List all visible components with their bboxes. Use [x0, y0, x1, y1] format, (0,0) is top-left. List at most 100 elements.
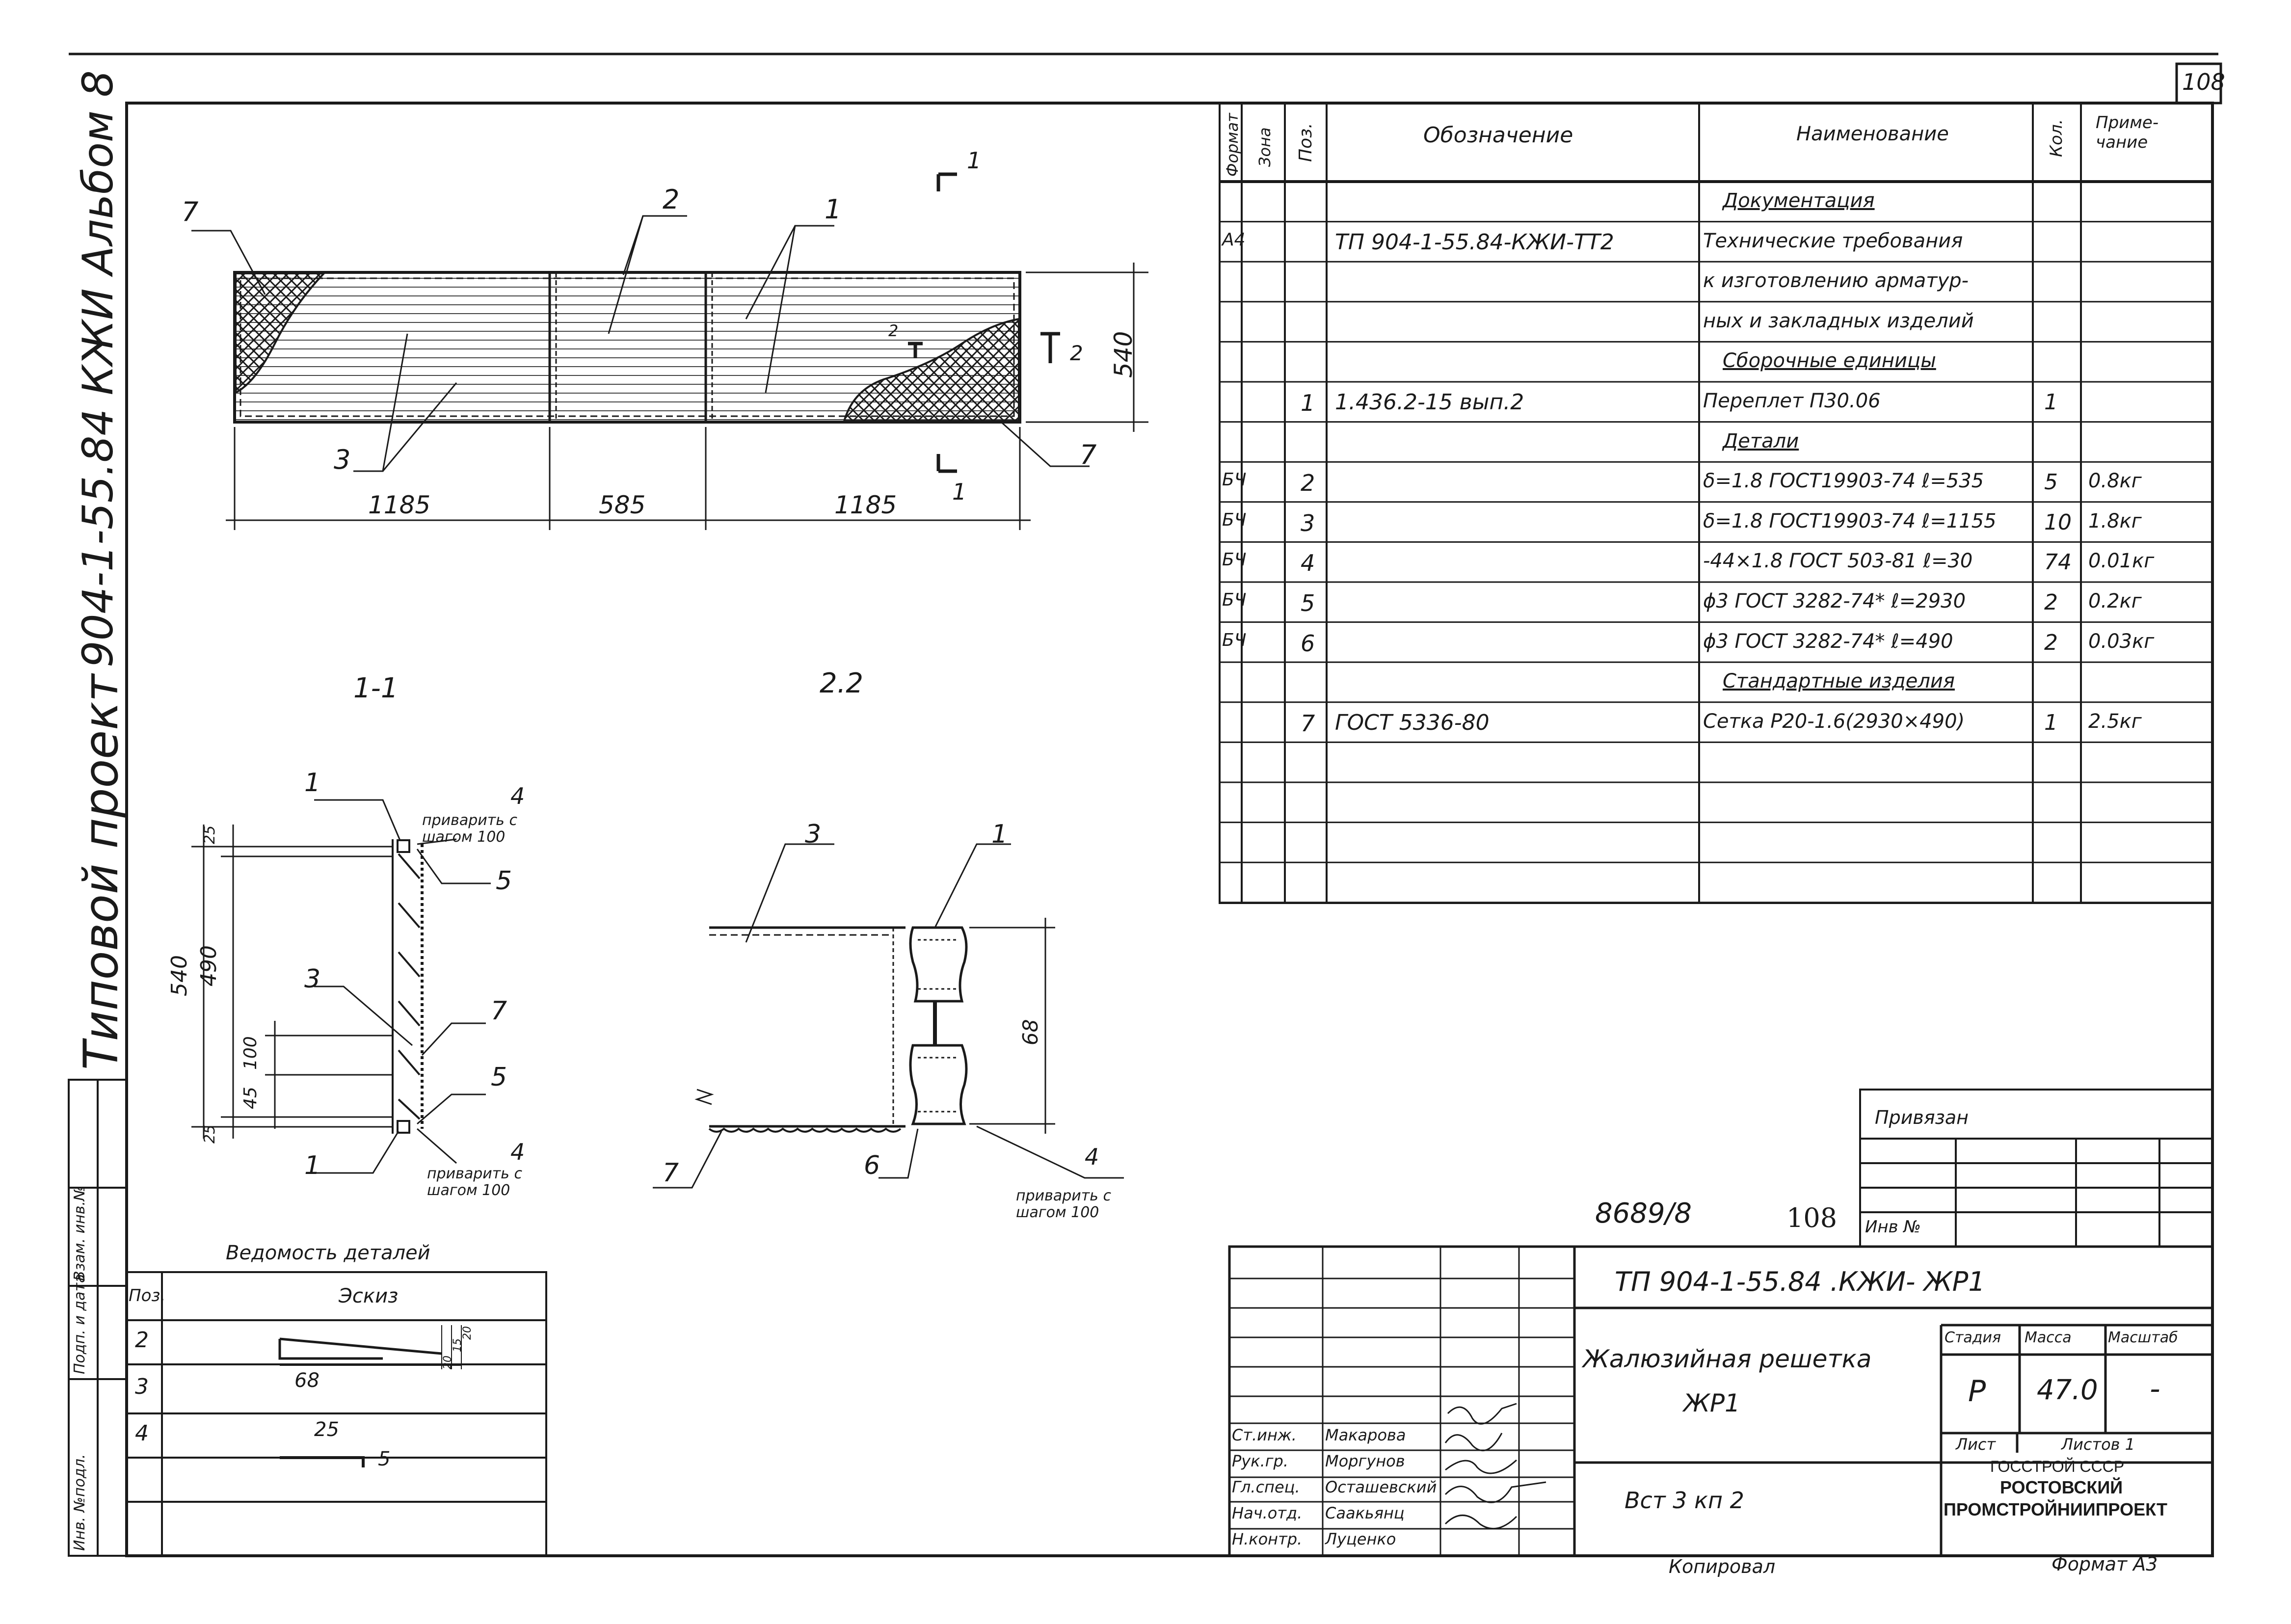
doc-material: Вст 3 кп 2: [1625, 1487, 1744, 1514]
spec-cell-format: А4: [1222, 229, 1246, 250]
plan-section-mark-2-right: 2: [1070, 341, 1083, 365]
s11-dim-25-top: 25: [201, 825, 218, 844]
detail4-dim-5: 5: [378, 1448, 391, 1470]
doc-name-line1: Жалюзийная решетка: [1583, 1345, 1872, 1373]
spec-cell-name: Документация: [1723, 189, 1875, 212]
spec-cell-designation: 1.436.2-15 вып.2: [1335, 390, 1524, 415]
section-22-title: 2.2: [820, 667, 864, 699]
inv-number-label: Инв №: [1865, 1217, 1921, 1237]
s22-callout-3: 3: [805, 820, 822, 849]
spec-cell-note: 0.01кг: [2088, 550, 2155, 573]
org-line-2: РОСТОВСКИЙ: [2000, 1477, 2123, 1497]
spec-cell-pos: 1: [1301, 390, 1315, 416]
side-stamp-sign: Подп. и дата: [71, 1274, 88, 1374]
spec-cell-name: δ=1.8 ГОСТ19903-74 ℓ=535: [1703, 470, 1984, 493]
spec-cell-name: -44×1.8 ГОСТ 503-81 ℓ=30: [1703, 550, 1973, 573]
sheets-label: Листов 1: [2061, 1435, 2135, 1454]
spec-cell-format: БЧ: [1222, 550, 1247, 570]
details-header-sketch: Эскиз: [339, 1285, 399, 1307]
s22-callout-4: 4: [1085, 1144, 1099, 1170]
order-number: 8689/8: [1595, 1198, 1692, 1229]
plan-callout-7-left: 7: [182, 196, 199, 227]
spec-cell-pos: 2: [1301, 470, 1315, 497]
order-sheet-number: 108: [1786, 1202, 1838, 1233]
spec-cell-name: Детали: [1723, 429, 1799, 453]
signature-role: Рук.гр.: [1232, 1452, 1289, 1470]
s11-callout-4-bottom: 4: [510, 1139, 525, 1165]
signature-name: Моргунов: [1325, 1452, 1405, 1470]
spec-header-zone: Зона: [1255, 127, 1274, 167]
spec-cell-note: 0.2кг: [2088, 590, 2142, 612]
plan-section-mark-1-bottom: 1: [952, 479, 967, 505]
s11-dim-490: 490: [196, 945, 221, 986]
spec-cell-name: Сборочные единицы: [1723, 349, 1936, 373]
spec-cell-qty: 1: [2044, 710, 2058, 735]
spec-cell-qty: 74: [2044, 550, 2072, 575]
signature-name: Луценко: [1325, 1530, 1396, 1548]
doc-code: ТП 904-1-55.84 .КЖИ- ЖР1: [1615, 1266, 1985, 1297]
details-sheet-title: Ведомость деталей: [226, 1242, 430, 1264]
spec-cell-pos: 6: [1301, 630, 1315, 657]
spec-cell-pos: 3: [1301, 509, 1315, 536]
format-label: Формат А3: [2051, 1553, 2158, 1575]
spec-cell-note: 0.8кг: [2088, 470, 2142, 493]
spec-cell-qty: 2: [2044, 630, 2058, 655]
plan-callout-7-right: 7: [1080, 439, 1097, 470]
section-11-title: 1-1: [353, 672, 399, 704]
detail2-dim-20a: 20: [442, 1356, 454, 1369]
side-title-label: Типовой проект: [74, 674, 129, 1070]
signature-role: Гл.спец.: [1232, 1478, 1300, 1496]
s11-note-bottom: приварить с шагом 100: [427, 1165, 522, 1199]
details-row-pos-4: 4: [135, 1421, 149, 1446]
signature-name: Саакьянц: [1325, 1504, 1405, 1522]
spec-cell-note: 2.5кг: [2088, 710, 2142, 733]
doc-name-line2: ЖР1: [1683, 1389, 1740, 1417]
s11-callout-1-bottom: 1: [304, 1151, 321, 1180]
mass-value: 47.0: [2037, 1374, 2098, 1406]
spec-header-format: Формат: [1223, 113, 1242, 177]
plan-callout-2: 2: [663, 184, 680, 215]
privyazan-label: Привязан: [1875, 1107, 1969, 1128]
side-stamp-inv: Инв. №подл.: [71, 1454, 88, 1551]
spec-cell-name: Технические требования: [1703, 229, 1963, 252]
details-row-pos-3: 3: [135, 1374, 149, 1399]
s11-note-top: приварить с шагом 100: [422, 812, 517, 846]
plan-callout-1: 1: [825, 194, 842, 225]
spec-cell-note: 0.03кг: [2088, 630, 2155, 653]
signature-name: Осташевский: [1325, 1478, 1437, 1496]
s11-callout-7: 7: [491, 996, 507, 1026]
s11-callout-5-bottom: 5: [491, 1063, 507, 1092]
spec-cell-qty: 2: [2044, 590, 2058, 615]
plan-section-mark-2-left: 2: [888, 321, 899, 340]
spec-header-designation: Обозначение: [1423, 123, 1573, 148]
scale-value: -: [2150, 1372, 2160, 1406]
spec-cell-format: БЧ: [1222, 630, 1247, 650]
spec-cell-name: ных и закладных изделий: [1703, 309, 1974, 332]
spec-header-pos: Поз.: [1296, 123, 1316, 162]
spec-cell-pos: 5: [1301, 590, 1315, 616]
detail2-dim-15: 15: [452, 1338, 464, 1352]
stage-label: Стадия: [1945, 1329, 2001, 1346]
side-title-code: 904-1-55.84 КЖИ Альбом 8: [74, 70, 123, 667]
s11-callout-4-top: 4: [510, 783, 525, 809]
sheet-label: Лист: [1956, 1435, 1996, 1454]
side-stamp-replace: Взам. инв.№: [71, 1185, 88, 1281]
org-line-3: ПРОМСТРОЙНИИПРОЕКТ: [1944, 1499, 2167, 1519]
spec-cell-qty: 10: [2044, 509, 2072, 535]
spec-cell-name: к изготовлению арматур-: [1703, 269, 1969, 293]
spec-cell-qty: 5: [2044, 470, 2058, 495]
plan-dim-left: 1185: [368, 491, 431, 519]
spec-cell-name: Переплет П30.06: [1703, 390, 1881, 412]
detail2-dim-20b: 20: [461, 1326, 474, 1340]
s11-dim-45: 45: [240, 1087, 261, 1109]
spec-cell-pos: 7: [1301, 710, 1315, 737]
s11-callout-1-top: 1: [304, 768, 321, 798]
spec-cell-qty: 1: [2044, 390, 2058, 415]
detail4-dim-25: 25: [314, 1418, 339, 1441]
spec-cell-pos: 4: [1301, 550, 1315, 577]
spec-cell-format: БЧ: [1222, 590, 1247, 610]
spec-cell-designation: ТП 904-1-55.84-КЖИ-ТТ2: [1335, 229, 1614, 255]
plan-callout-3: 3: [334, 444, 351, 475]
s22-note: приварить с шагом 100: [1016, 1187, 1111, 1221]
signature-role: Н.контр.: [1232, 1530, 1303, 1548]
